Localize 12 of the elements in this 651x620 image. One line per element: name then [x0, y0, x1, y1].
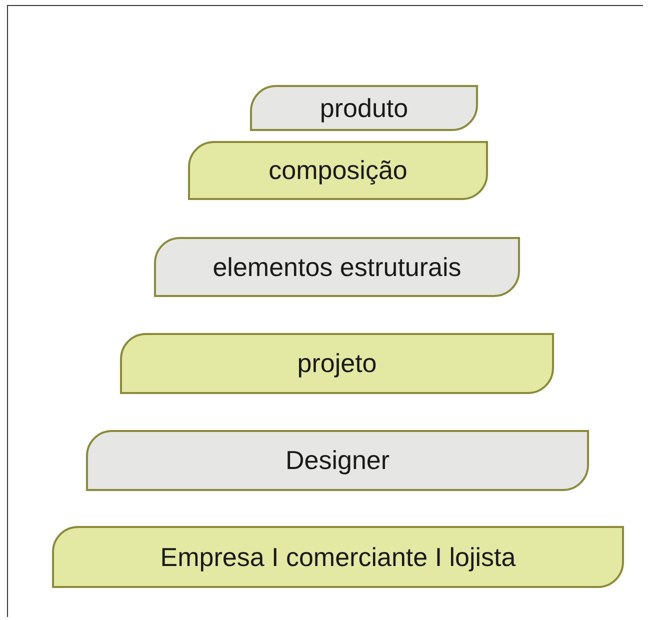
layer-box	[250, 85, 478, 131]
layer-box	[188, 141, 488, 200]
layer-label: Empresa I comerciante I lojista	[160, 542, 516, 572]
layer-label: produto	[320, 92, 408, 124]
layer-box	[86, 430, 589, 491]
layer-box	[154, 237, 520, 297]
layer-label: Designer	[285, 445, 390, 476]
layer-box	[120, 333, 554, 394]
layer-box	[52, 526, 624, 588]
layer-label: composição	[268, 155, 408, 186]
layer-label: elementos estruturais	[212, 252, 462, 282]
layer-label: projeto	[297, 348, 377, 379]
